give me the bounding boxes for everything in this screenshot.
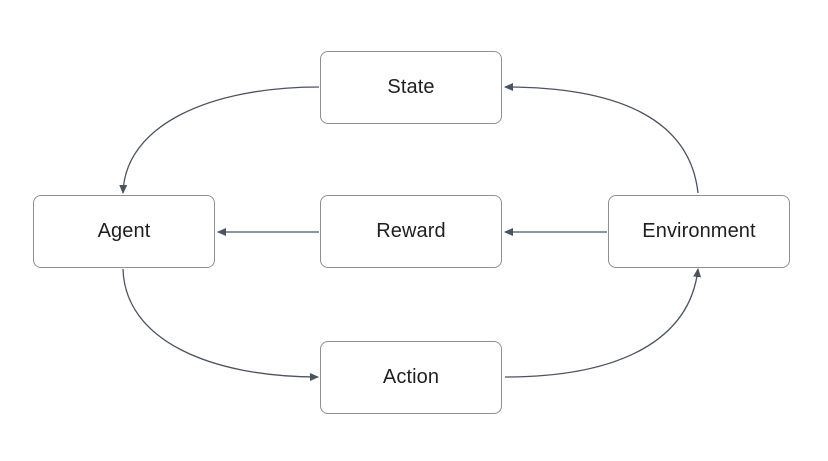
node-reward: Reward [320,195,502,268]
node-state: State [320,51,502,124]
node-agent-label: Agent [97,220,151,242]
node-agent: Agent [33,195,215,268]
node-state-label: State [387,76,435,98]
edge-state-to-agent [119,86,320,194]
edge-action-to-environment [504,268,702,378]
node-environment: Environment [608,195,790,268]
node-environment-label: Environment [642,220,756,242]
edge-agent-to-action [122,268,319,381]
node-action-label: Action [382,366,440,388]
edge-environment-to-state [504,83,699,194]
node-action: Action [320,341,502,414]
node-reward-label: Reward [376,220,446,242]
